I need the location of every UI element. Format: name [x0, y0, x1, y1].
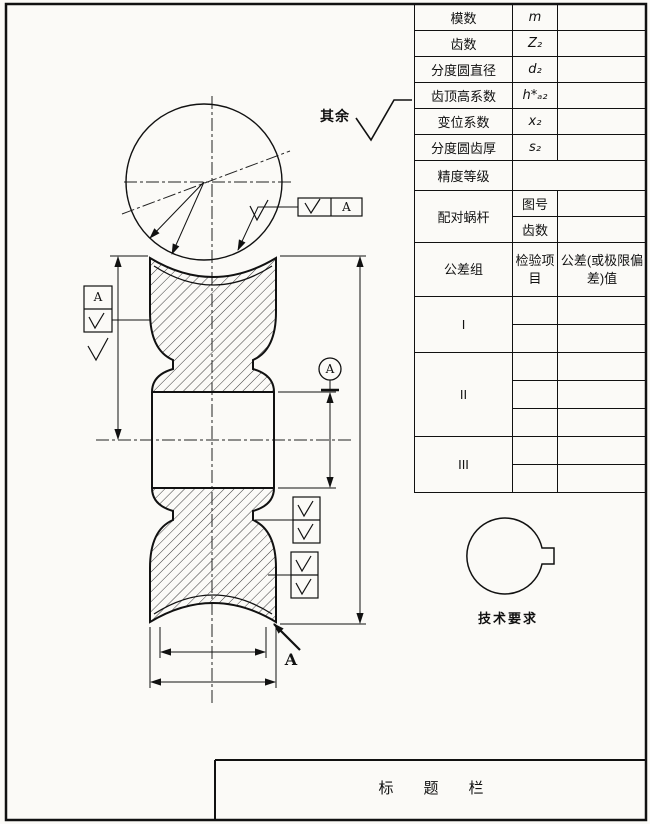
section-arrow — [273, 623, 301, 651]
inspection-item-cell — [512, 324, 558, 353]
param-value-cell — [557, 134, 647, 161]
roughness-tick — [87, 337, 109, 362]
inspection-item-cell — [512, 296, 558, 325]
roughness-tick — [88, 312, 105, 330]
param-label-cell: 变位系数 — [414, 108, 513, 135]
rest-roughness-label: 其余 — [320, 108, 350, 124]
tolerance-value-cell — [557, 352, 647, 381]
tolerance-value-cell — [557, 380, 647, 409]
inspection-item-cell — [512, 464, 558, 493]
mating-worm-drawing-no-cell: 图号 — [512, 190, 558, 217]
param-symbol-cell: m — [512, 4, 558, 31]
inspection-item-cell — [512, 352, 558, 381]
mating-worm-label-cell: 配对蜗杆 — [414, 190, 513, 243]
param-value-cell — [557, 190, 647, 217]
tolerance-group-II-cell: II — [414, 352, 513, 437]
tolerance-value-header-cell: 公差(或极限偏差)值 — [557, 242, 647, 297]
centerlines — [96, 96, 352, 706]
dimension-lines — [110, 255, 366, 688]
accuracy-grade-value-cell — [512, 160, 647, 191]
tolerance-value-cell — [557, 408, 647, 437]
technical-requirements-label: 技术要求 — [477, 611, 538, 626]
gear-edges — [151, 265, 275, 615]
tolerance-group-I-cell: I — [414, 296, 513, 353]
param-label-cell: 分度圆齿厚 — [414, 134, 513, 161]
gear-lower-half — [149, 487, 277, 624]
roughness-tick — [297, 500, 314, 518]
param-value-cell — [557, 216, 647, 243]
tolerance-value-cell — [557, 436, 647, 465]
roughness-tick — [297, 523, 314, 541]
gear-upper-half — [149, 256, 277, 393]
leader-line — [237, 206, 298, 251]
surface-finish-symbol — [355, 99, 412, 142]
tolerance-group-header-cell: 公差组 — [414, 242, 513, 297]
section-view-letter: A — [284, 650, 298, 669]
param-value-cell — [557, 108, 647, 135]
parameter-table: 模数 m 齿数 Z₂ 分度圆直径 d₂ 齿顶高系数 h*ₐ₂ 变位系数 x₂ 分… — [414, 4, 647, 493]
roughness-frames — [83, 197, 363, 599]
param-value-cell — [557, 30, 647, 57]
param-symbol-cell: d₂ — [512, 56, 558, 83]
inspection-item-cell — [512, 408, 558, 437]
roughness-tick — [295, 578, 312, 596]
param-symbol-cell: s₂ — [512, 134, 558, 161]
datum-letter-left-frame: A — [93, 290, 103, 304]
param-label-cell: 齿数 — [414, 30, 513, 57]
inspection-item-cell — [512, 436, 558, 465]
datum-letter-circle: A — [325, 362, 335, 376]
roughness-tick — [304, 198, 321, 215]
inspection-item-cell — [512, 380, 558, 409]
gear-section — [149, 256, 277, 624]
param-value-cell — [557, 56, 647, 83]
param-label-cell: 分度圆直径 — [414, 56, 513, 83]
mating-worm-teeth-cell: 齿数 — [512, 216, 558, 243]
tolerance-value-cell — [557, 324, 647, 353]
param-label-cell: 齿顶高系数 — [414, 82, 513, 109]
param-symbol-cell: Z₂ — [512, 30, 558, 57]
param-value-cell — [557, 82, 647, 109]
inspection-item-header-cell: 检验项目 — [512, 242, 558, 297]
param-symbol-cell: x₂ — [512, 108, 558, 135]
tolerance-value-cell — [557, 464, 647, 493]
datum-symbol — [318, 357, 342, 392]
title-bar-label: 标题栏 — [378, 780, 514, 797]
worm-circle — [125, 103, 283, 261]
title-block-frame — [214, 759, 645, 819]
roughness-tick — [249, 199, 269, 222]
param-label-cell: 模数 — [414, 4, 513, 31]
datum-letter-top-frame: A — [342, 200, 351, 214]
param-symbol-cell: h*ₐ₂ — [512, 82, 558, 109]
tolerance-value-cell — [557, 296, 647, 325]
accuracy-grade-label-cell: 精度等级 — [414, 160, 513, 191]
tolerance-group-III-cell: III — [414, 436, 513, 493]
bore-keyway-detail — [466, 517, 555, 595]
param-value-cell — [557, 4, 647, 31]
roughness-tick — [295, 555, 312, 573]
